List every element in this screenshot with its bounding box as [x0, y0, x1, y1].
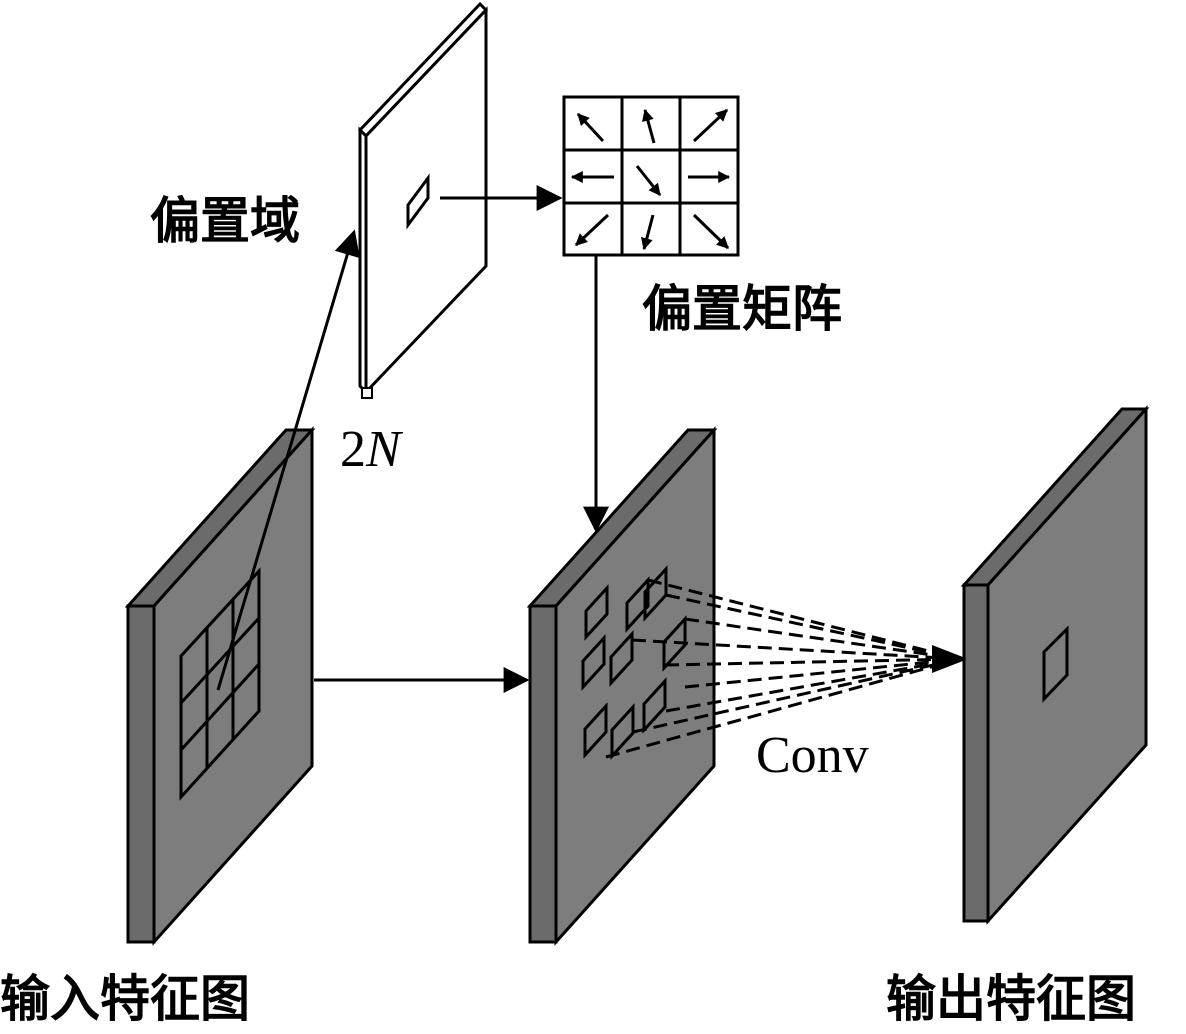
offset-matrix-arrows	[570, 108, 731, 251]
sampling-plane	[526, 426, 718, 946]
offset-sample-window	[406, 173, 430, 230]
channels-text: 2	[340, 421, 366, 478]
channels-label: 2N	[340, 421, 404, 478]
input-feature-map-label: 输入特征图	[0, 970, 250, 1028]
offset-field-label: 偏置域	[150, 192, 300, 250]
arrow-input-to-offset-field	[216, 229, 360, 691]
conv-dashed-lines	[605, 578, 961, 759]
conv-arrowhead	[932, 645, 968, 673]
channels-italic-n: N	[365, 421, 404, 478]
output-feature-map-plane	[960, 405, 1150, 925]
input-kernel-grid	[179, 567, 261, 801]
conv-label: Conv	[756, 727, 869, 784]
output-feature-map-label: 输出特征图	[886, 970, 1136, 1028]
offset-field-plane	[357, 1, 489, 399]
offset-matrix-label: 偏置矩阵	[642, 280, 842, 338]
output-cell	[1042, 625, 1069, 703]
deformed-sampling-cells	[581, 565, 687, 760]
